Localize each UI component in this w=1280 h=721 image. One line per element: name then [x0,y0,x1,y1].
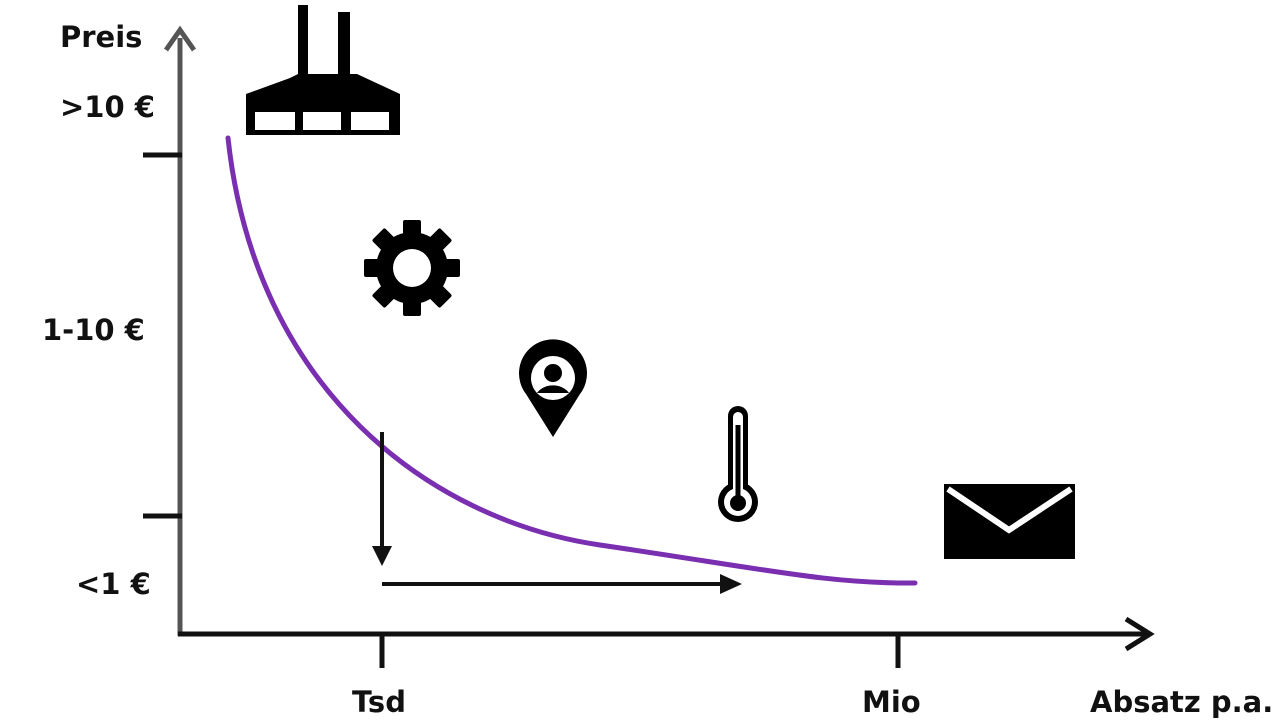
factory-icon [246,5,400,135]
y-tick-label-low: <1 € [76,567,151,601]
gear-icon [364,220,460,316]
right-arrow [382,574,742,594]
y-tick-label-high: >10 € [60,90,155,124]
x-tick-label-mio: Mio [862,685,921,719]
price-volume-curve [225,135,918,586]
location-pin-icon [519,339,587,437]
thermometer-icon [718,406,758,522]
x-tick-label-tsd: Tsd [352,685,406,719]
y-axis-title: Preis [60,20,142,54]
y-tick-label-mid: 1-10 € [42,313,145,347]
envelope-icon [944,484,1075,559]
y-axis [143,25,197,636]
x-axis [178,616,1155,668]
down-arrow [372,432,392,566]
x-axis-title: Absatz p.a. [1090,685,1273,719]
